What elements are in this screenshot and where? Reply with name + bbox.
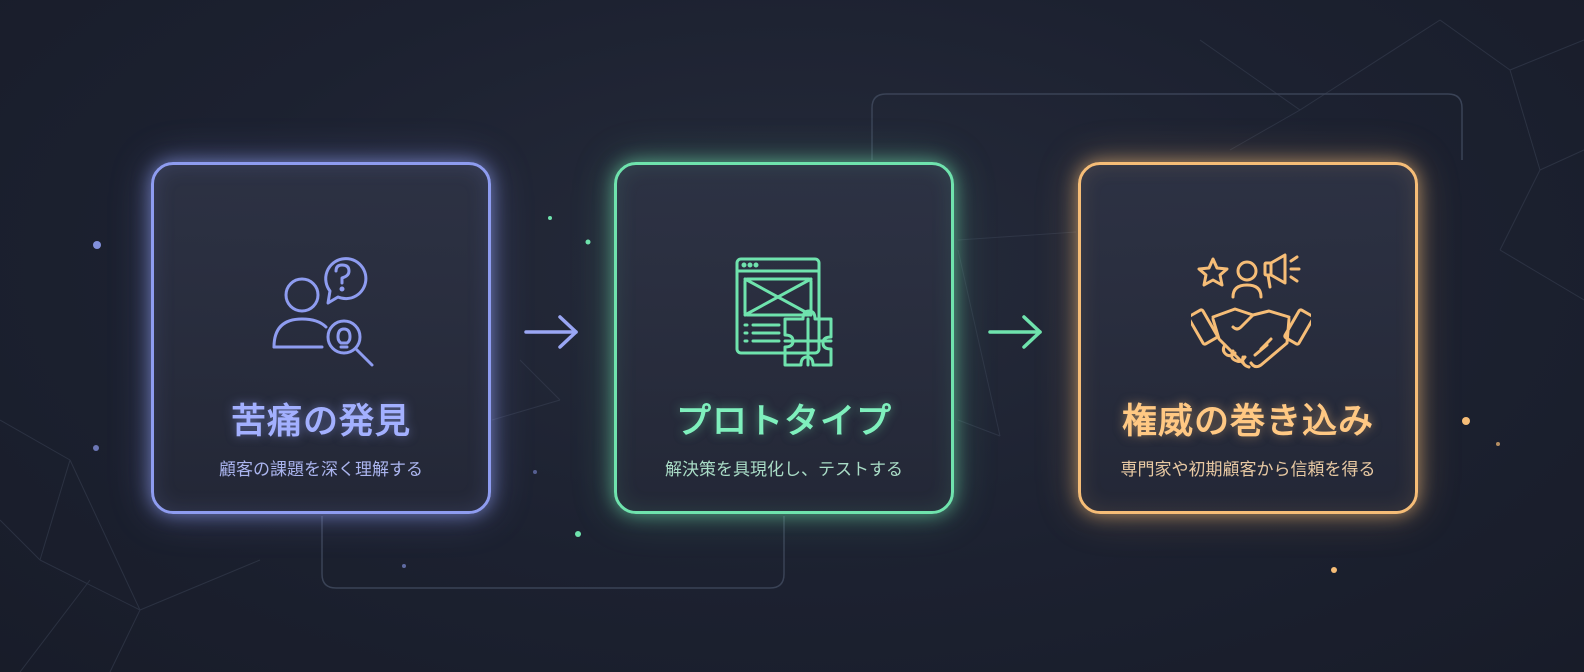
wireframe-puzzle-icon	[735, 257, 833, 367]
step-subtitle: 顧客の課題を深く理解する	[219, 460, 423, 480]
step-title: 権威の巻き込み	[1121, 402, 1374, 442]
step-subtitle: 解決策を具現化し、テストする	[665, 460, 903, 480]
step-title: プロトタイプ	[675, 402, 892, 442]
step-card-pain-discovery: 苦痛の発見 顧客の課題を深く理解する	[151, 162, 491, 514]
user-question-search-icon	[272, 257, 374, 367]
arrow-right-icon	[524, 315, 578, 349]
step-card-prototype: プロトタイプ 解決策を具現化し、テストする	[614, 162, 954, 514]
step-card-authority: 権威の巻き込み 専門家や初期顧客から信頼を得る	[1078, 162, 1418, 514]
arrow-right-icon	[988, 315, 1042, 349]
handshake-star-megaphone-icon	[1191, 253, 1311, 369]
step-subtitle: 専門家や初期顧客から信頼を得る	[1120, 460, 1376, 480]
step-title: 苦痛の発見	[230, 402, 411, 442]
